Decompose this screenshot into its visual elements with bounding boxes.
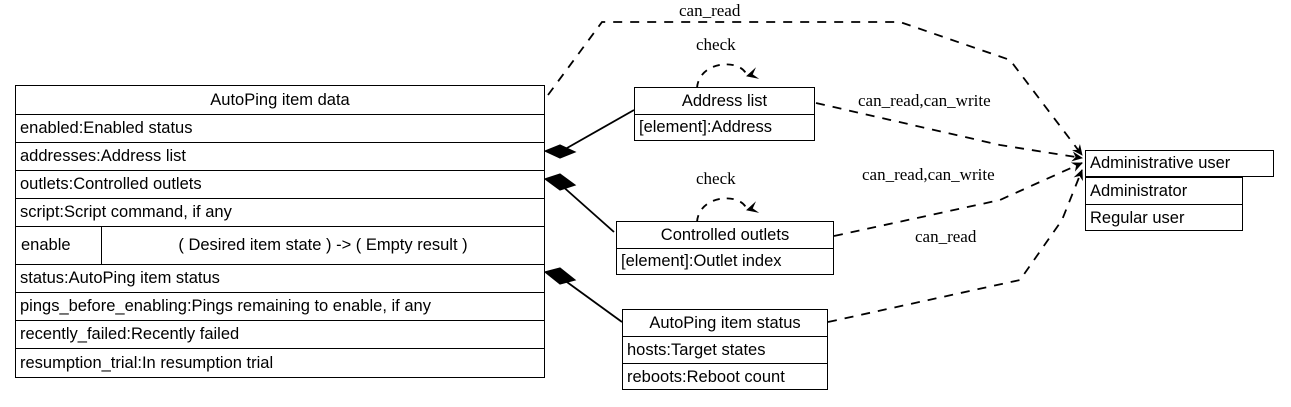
diamond-addresses [543,144,577,159]
attribute-addresses: addresses:Address list [16,143,544,171]
class-title-administrative-user: Administrative user [1090,154,1231,172]
link-can-read-top [547,21,1083,156]
class-administrative-user-body: Administrator Regular user [1085,177,1243,231]
edge-label-status-can-read: can_read [915,227,977,246]
composition-line-status [559,276,623,323]
link-outlets-can-read-can-write [833,162,1083,237]
diamond-status [543,267,577,285]
class-controlled-outlets: Controlled outlets [element]:Outlet inde… [616,221,834,275]
class-title-controlled-outlets: Controlled outlets [617,222,833,249]
attribute-pings-before-enabling: pings_before_enabling:Pings remaining to… [16,293,544,321]
class-title-autoping-item-data: AutoPing item data [16,86,544,115]
attribute-recently-failed: recently_failed:Recently failed [16,321,544,349]
attribute-status: status:AutoPing item status [16,265,544,293]
enum-value-administrator: Administrator [1086,178,1242,205]
attribute-hosts: hosts:Target states [623,337,827,364]
attribute-script: script:Script command, if any [16,199,544,227]
edge-label-address-can-read-can-write: can_read,can_write [858,91,991,110]
attribute-resumption-trial: resumption_trial:In resumption trial [20,353,274,372]
class-title-address-list: Address list [635,88,814,115]
attribute-address-element: [element]:Address [639,118,772,136]
permission-links [547,21,1083,323]
edge-label-check-address-list: check [696,35,736,54]
attribute-reboots: reboots:Reboot count [627,368,785,386]
class-autoping-item-data: AutoPing item data enabled:Enabled statu… [15,85,545,378]
composition-line-outlets [559,183,615,233]
check-arc-address-list [696,63,760,89]
class-address-list: Address list [element]:Address [634,87,815,141]
edge-label-outlets-can-read-can-write: can_read,can_write [862,165,995,184]
attribute-outlet-index-element: [element]:Outlet index [621,252,782,270]
method-enable: enable ( Desired item state ) -> ( Empty… [16,227,544,265]
class-autoping-item-status: AutoPing item status hosts:Target states… [622,309,828,390]
method-signature-enable: ( Desired item state ) -> ( Empty result… [178,236,468,254]
class-administrative-user-header: Administrative user [1085,150,1274,177]
link-status-can-read [827,169,1083,323]
composition-line-addresses [559,109,635,153]
check-arc-controlled-outlets [696,197,760,223]
class-title-autoping-item-status: AutoPing item status [623,310,827,337]
edge-label-can-read-top: can_read [679,1,741,20]
method-name-enable: enable [16,227,102,264]
composition-diamonds [543,144,577,285]
edge-label-check-controlled-outlets: check [696,169,736,188]
link-address-can-read-can-write [815,102,1083,162]
check-arcs [696,63,760,223]
attribute-outlets: outlets:Controlled outlets [16,171,544,199]
composition-links [559,109,635,323]
enum-value-regular-user: Regular user [1090,208,1185,227]
attribute-enabled: enabled:Enabled status [16,115,544,143]
diamond-outlets [543,173,577,191]
